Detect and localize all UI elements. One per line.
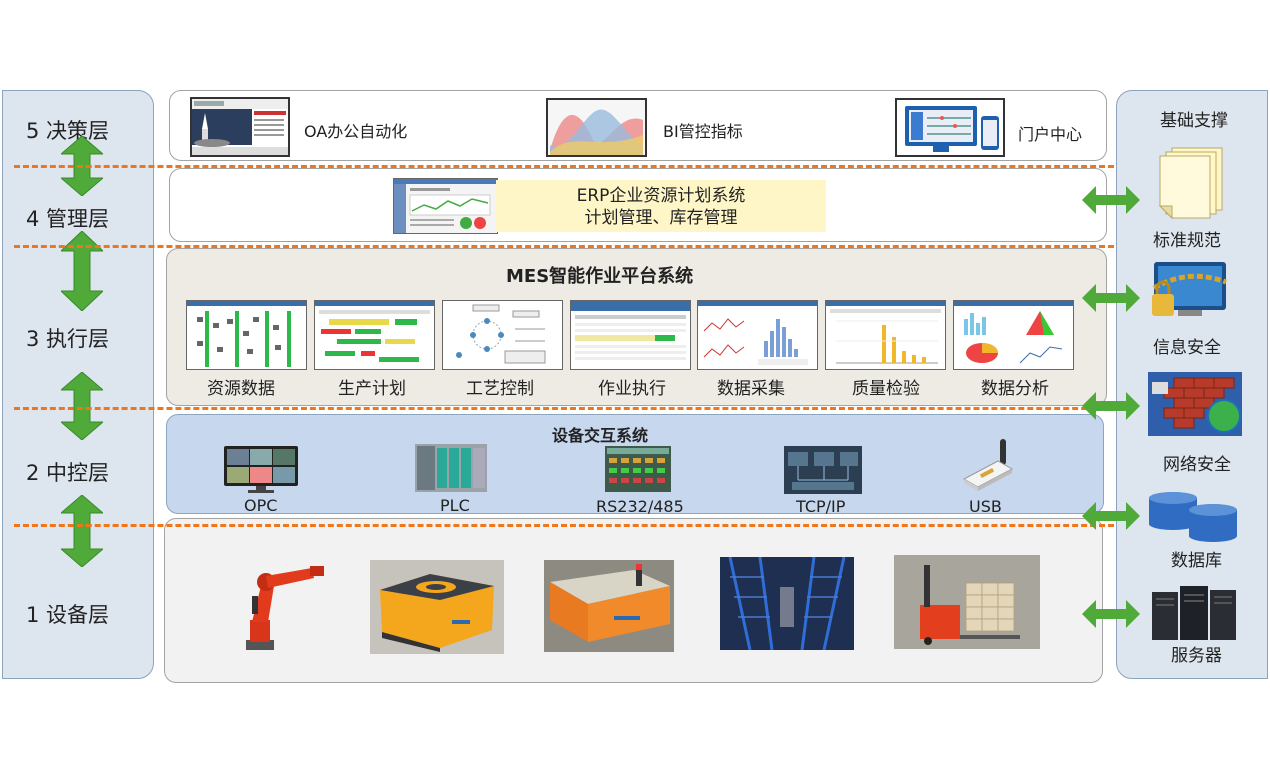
portal-devices-thumbnail — [895, 98, 1005, 157]
yellow-agv-image — [370, 560, 504, 654]
job-execution-thumbnail — [570, 300, 691, 370]
erp-screenshot-thumbnail — [393, 178, 498, 234]
double-arrow-horizontal-icon — [1082, 186, 1140, 214]
layer-label-management: 4 管理层 — [26, 207, 110, 231]
double-arrow-vertical-icon — [61, 231, 103, 311]
double-arrow-vertical-icon — [61, 495, 103, 567]
support-title: 基础支撑 — [1160, 111, 1228, 131]
warehouse-racks-image — [720, 557, 854, 650]
support-label-server: 服务器 — [1171, 646, 1222, 666]
module-label-job-execution: 作业执行 — [598, 379, 666, 399]
double-arrow-horizontal-icon — [1082, 392, 1140, 420]
data-analysis-thumbnail — [953, 300, 1074, 370]
double-arrow-horizontal-icon — [1082, 284, 1140, 312]
interface-label-rs232: RS232/485 — [596, 497, 684, 516]
conveyor-cart-image — [544, 560, 674, 652]
layer-divider — [14, 407, 1114, 410]
mes-title: MES智能作业平台系统 — [506, 266, 694, 287]
module-label-quality-inspection: 质量检验 — [852, 379, 920, 399]
layer-divider — [14, 165, 1114, 168]
module-label-production-plan: 生产计划 — [338, 379, 406, 399]
interface-label-opc: OPC — [244, 496, 278, 515]
bi-label: BI管控指标 — [663, 122, 743, 141]
resource-data-thumbnail — [186, 300, 307, 370]
plc-module-icon — [415, 444, 487, 492]
layer-label-equipment: 1 设备层 — [26, 603, 110, 627]
support-label-standards: 标准规范 — [1153, 231, 1221, 251]
tcpip-panel-icon — [784, 446, 862, 494]
layer-label-control: 2 中控层 — [26, 461, 110, 485]
layer-label-decision: 5 决策层 — [26, 119, 110, 143]
bi-chart-thumbnail — [546, 98, 647, 157]
server-icon — [1152, 586, 1236, 640]
production-plan-thumbnail — [314, 300, 435, 370]
quality-inspection-thumbnail — [825, 300, 946, 370]
process-control-thumbnail — [442, 300, 563, 370]
erp-subtitle: 计划管理、库存管理 — [584, 208, 738, 228]
database-icon — [1149, 492, 1237, 542]
data-collection-thumbnail — [697, 300, 818, 370]
interface-label-tcpip: TCP/IP — [796, 497, 846, 516]
module-label-data-collection: 数据采集 — [717, 379, 785, 399]
firewall-globe-icon — [1148, 372, 1242, 436]
portal-label: 门户中心 — [1018, 125, 1083, 144]
padlock-chain-icon — [1152, 262, 1227, 316]
double-arrow-horizontal-icon — [1082, 502, 1140, 530]
usb-modem-icon — [962, 439, 1014, 491]
module-label-data-analysis: 数据分析 — [981, 379, 1049, 399]
interface-label-plc: PLC — [440, 496, 470, 515]
layer-label-execution: 3 执行层 — [26, 327, 110, 351]
oa-label: OA办公自动化 — [304, 122, 408, 141]
rs232-panel-icon — [605, 446, 671, 492]
opc-monitor-icon — [224, 446, 298, 493]
pallet-stacker-image — [894, 555, 1040, 649]
support-label-info-security: 信息安全 — [1153, 338, 1221, 358]
erp-highlight-box: ERP企业资源计划系统 计划管理、库存管理 — [496, 180, 826, 232]
double-arrow-horizontal-icon — [1082, 600, 1140, 628]
interface-label-usb: USB — [969, 497, 1002, 516]
module-label-process-control: 工艺控制 — [466, 379, 534, 399]
support-label-database: 数据库 — [1171, 551, 1222, 571]
double-arrow-vertical-icon — [61, 372, 103, 440]
documents-icon — [1158, 147, 1223, 220]
layer-divider — [14, 245, 1114, 248]
device-interaction-title: 设备交互系统 — [552, 426, 649, 445]
layer-divider — [14, 524, 1114, 527]
erp-title: ERP企业资源计划系统 — [576, 186, 746, 206]
support-label-network-security: 网络安全 — [1163, 455, 1231, 475]
oa-screenshot-thumbnail — [190, 97, 290, 157]
industrial-robot-arm-image — [246, 566, 324, 650]
module-label-resource-data: 资源数据 — [207, 379, 275, 399]
